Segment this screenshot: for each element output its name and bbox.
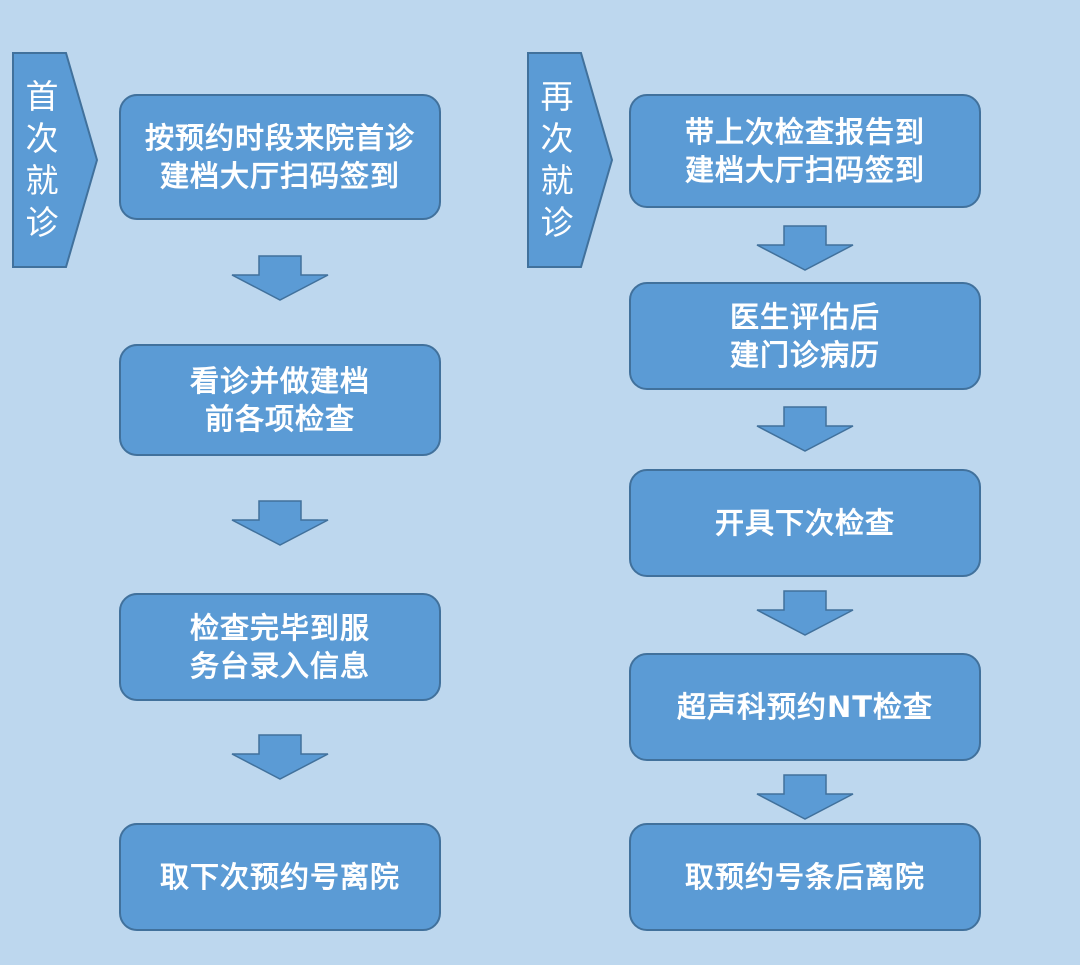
- first-visit-tag-label: 首 次 就 诊: [22, 76, 62, 244]
- tag-char: 诊: [25, 203, 59, 242]
- step-line: 医生评估后: [729, 300, 880, 334]
- left-step-3: 检查完毕到服 务台录入信息: [119, 593, 441, 701]
- return-visit-tag-label: 再 次 就 诊: [537, 76, 577, 244]
- down-arrow-icon: [756, 225, 854, 271]
- step-line: 看诊并做建档: [189, 364, 370, 398]
- step-line: 取预约号条后离院: [684, 860, 925, 894]
- step-line: 超声科预约NT检查: [676, 690, 934, 724]
- step-line: 带上次检查报告到: [684, 115, 925, 149]
- down-arrow-icon: [756, 590, 854, 636]
- right-step-2: 医生评估后 建门诊病历: [629, 282, 981, 390]
- down-arrow-icon: [231, 500, 329, 546]
- down-arrow-icon: [756, 774, 854, 820]
- tag-char: 就: [540, 161, 574, 200]
- step-line: 建档大厅扫码签到: [684, 153, 925, 187]
- step-line: 按预约时段来院首诊: [144, 121, 415, 155]
- left-step-4: 取下次预约号离院: [119, 823, 441, 931]
- down-arrow-icon: [231, 255, 329, 301]
- step-line: 建门诊病历: [729, 338, 880, 372]
- tag-char: 诊: [540, 203, 574, 242]
- step-line: 开具下次检查: [714, 506, 895, 540]
- step-line: 前各项检查: [204, 402, 355, 436]
- tag-char: 次: [25, 119, 59, 158]
- right-step-3: 开具下次检查: [629, 469, 981, 577]
- right-step-4: 超声科预约NT检查: [629, 653, 981, 761]
- tag-char: 次: [540, 119, 574, 158]
- right-step-1: 带上次检查报告到 建档大厅扫码签到: [629, 94, 981, 208]
- first-visit-tag: [12, 52, 98, 268]
- tag-char: 首: [25, 77, 59, 116]
- down-arrow-icon: [231, 734, 329, 780]
- left-step-2: 看诊并做建档 前各项检查: [119, 344, 441, 456]
- step-line: 检查完毕到服: [189, 611, 370, 645]
- return-visit-tag: [527, 52, 613, 268]
- step-line: 取下次预约号离院: [159, 860, 400, 894]
- right-step-5: 取预约号条后离院: [629, 823, 981, 931]
- tag-char: 就: [25, 161, 59, 200]
- step-line: 建档大厅扫码签到: [159, 159, 400, 193]
- step-line: 务台录入信息: [189, 649, 370, 683]
- left-step-1: 按预约时段来院首诊 建档大厅扫码签到: [119, 94, 441, 220]
- down-arrow-icon: [756, 406, 854, 452]
- tag-char: 再: [540, 77, 574, 116]
